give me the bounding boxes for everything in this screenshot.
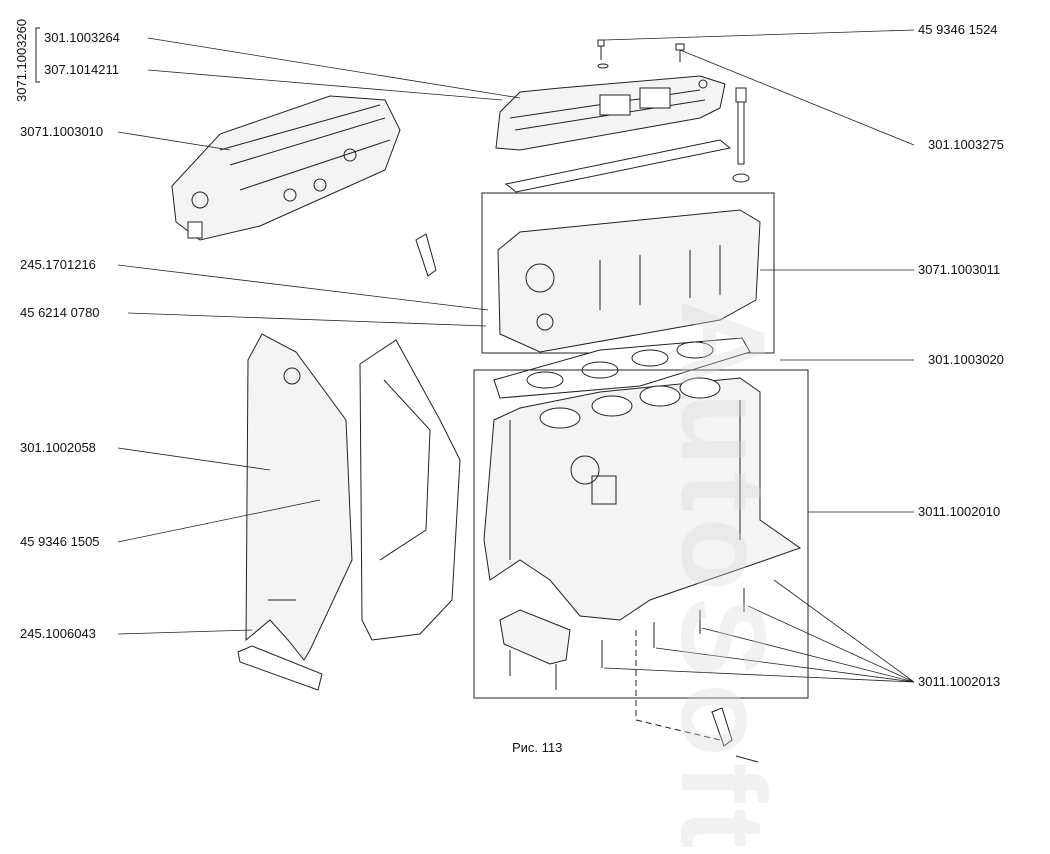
label-cylinder-head: 3071.1003011	[918, 262, 1001, 277]
cover-gasket-part	[504, 139, 732, 193]
label-stud: 245.1701216	[20, 257, 96, 272]
leader-lines	[117, 29, 915, 683]
center-axis	[635, 630, 721, 741]
group-vertical-label: 3071.1003260	[14, 18, 29, 102]
bottom-bracket-part	[237, 645, 323, 691]
head-bolt-part	[732, 87, 750, 183]
block-bolts	[601, 588, 745, 668]
lower-bracket-part	[711, 707, 733, 747]
top-screws	[597, 39, 685, 69]
label-cover: 301.1003264	[44, 30, 120, 45]
inner-plate-part	[359, 339, 461, 641]
exploded-engine-drawing	[35, 27, 915, 763]
label-head-assembly: 3071.1003010	[20, 124, 104, 139]
label-screw-top: 45 9346 1524	[918, 22, 998, 37]
label-block: 3011.1002010	[918, 504, 1001, 519]
group-bracket	[35, 27, 40, 83]
block-frame	[473, 369, 809, 699]
label-gasket: 301.1003020	[928, 352, 1004, 367]
bearing-cap-part	[499, 609, 571, 690]
lower-screw	[735, 755, 759, 763]
head-assembly-part	[171, 95, 401, 241]
diagram-stage: AutoSoft 3071.1003260 301.1003264 307.10…	[14, 18, 1004, 854]
head-gasket-part	[493, 337, 751, 399]
label-bearing-caps: 3011.1002013	[918, 674, 1001, 689]
label-head-bolt: 301.1003275	[928, 137, 1004, 152]
small-bracket-part	[415, 233, 437, 277]
label-timing-cover: 301.1002058	[20, 440, 96, 455]
label-bracket: 245.1006043	[20, 626, 96, 641]
label-screw: 45 9346 1505	[20, 534, 100, 549]
figure-caption: Рис. 113	[512, 740, 563, 755]
timing-cover-part	[245, 333, 353, 661]
engine-block-part	[483, 377, 802, 621]
label-seal: 307.1014211	[44, 62, 119, 77]
label-bolt-small: 45 6214 0780	[20, 305, 100, 320]
valve-cover-part	[495, 75, 726, 151]
cylinder-head-part	[497, 209, 761, 353]
